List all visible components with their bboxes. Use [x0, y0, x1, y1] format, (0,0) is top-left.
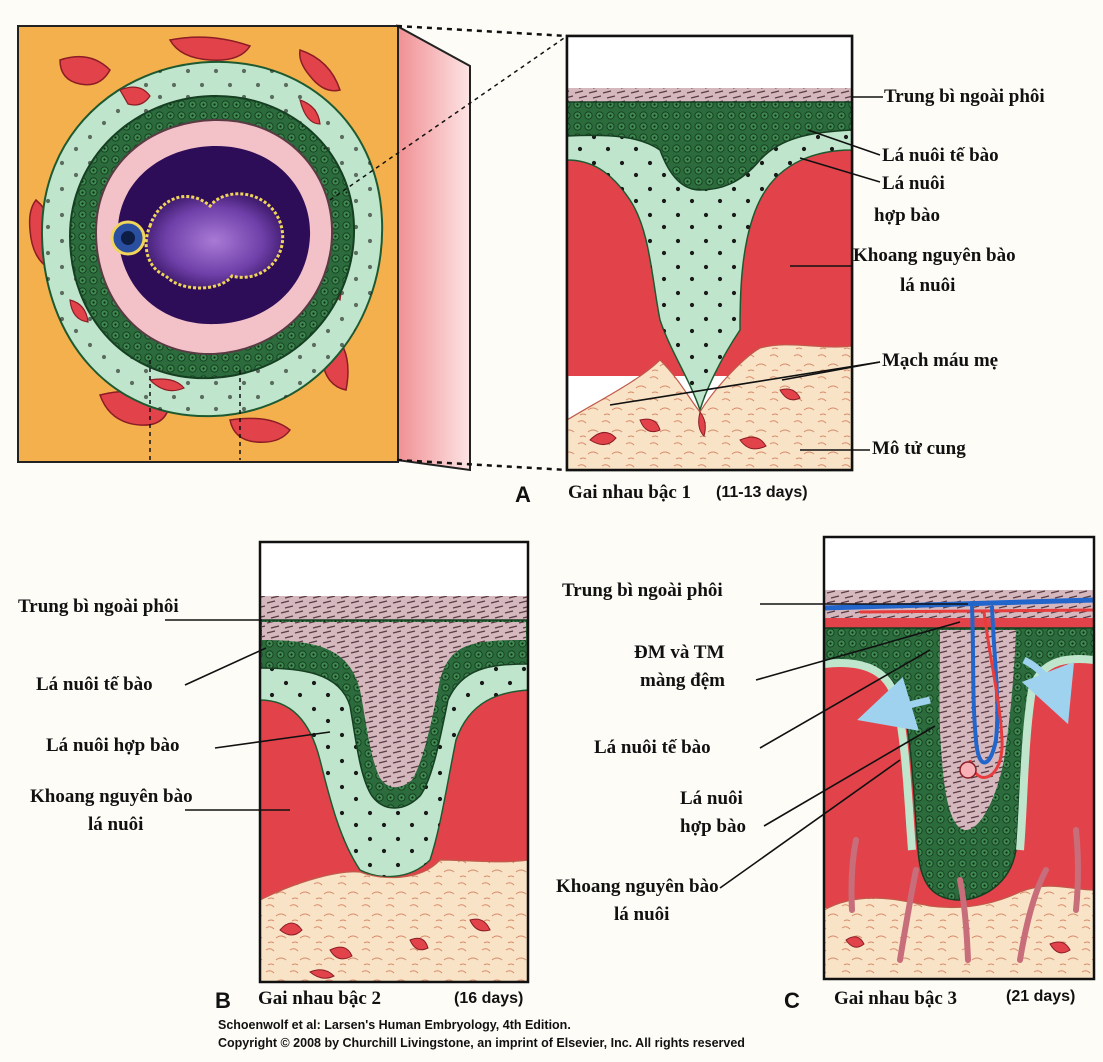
panel-b-days: (16 days)	[454, 990, 524, 1007]
label-c-trung-bi: Trung bì ngoài phôi	[562, 580, 723, 601]
label-b-la-nuoi-hop-bao: Lá nuôi hợp bào	[46, 735, 180, 756]
panel-b-letter: B	[215, 988, 231, 1013]
label-c-la-nuoi-hop-bao-1: Lá nuôi	[680, 788, 743, 809]
uterine-wall-side	[396, 24, 471, 472]
panel-a-days: (11-13 days)	[716, 484, 808, 501]
panel-b-caption: Gai nhau bậc 2	[258, 988, 382, 1009]
label-a-la-nuoi-hop-bao-1: Lá nuôi	[882, 173, 945, 194]
chorionic-artery	[859, 608, 1094, 614]
cytotrophoblast	[567, 101, 852, 191]
label-c-khoang-1: Khoang nguyên bào	[556, 876, 719, 897]
panel-b-secondary-villus	[165, 540, 530, 984]
panel-a-leaders	[609, 96, 883, 451]
label-a-khoang-1: Khoang nguyên bào	[853, 245, 1016, 266]
maternal-vessels	[589, 388, 801, 450]
panel-a-letter: A	[515, 482, 531, 507]
label-c-la-nuoi-te-bao: Lá nuôi tế bào	[594, 737, 711, 758]
label-a-khoang-2: lá nuôi	[900, 275, 956, 296]
label-b-khoang-1: Khoang nguyên bào	[30, 786, 193, 807]
credit-line-1: Schoenwolf et al: Larsen's Human Embryol…	[218, 1018, 571, 1032]
panel-c-tertiary-villus	[719, 535, 1096, 981]
label-a-mach-mau: Mạch máu mẹ	[882, 350, 999, 371]
label-a-la-nuoi-te-bao: Lá nuôi tế bào	[882, 145, 999, 166]
label-b-khoang-2: lá nuôi	[88, 814, 144, 835]
label-c-la-nuoi-hop-bao-2: hợp bào	[680, 816, 746, 837]
label-c-dm-tm-2: màng đệm	[640, 670, 725, 691]
embryo-disc	[144, 192, 285, 290]
panel-a-primary-villus	[565, 34, 883, 472]
label-c-dm-tm-1: ĐM và TM	[634, 642, 725, 663]
uterine-tissue	[567, 344, 852, 470]
label-b-la-nuoi-te-bao: Lá nuôi tế bào	[36, 674, 153, 695]
label-a-la-nuoi-hop-bao-2: hợp bào	[874, 205, 940, 226]
panel-c-caption: Gai nhau bậc 3	[834, 988, 958, 1009]
label-c-khoang-2: lá nuôi	[614, 904, 670, 925]
label-a-trung-bi: Trung bì ngoài phôi	[884, 86, 1045, 107]
credit-line-2: Copyright © 2008 by Churchill Livingston…	[218, 1036, 745, 1050]
panel-c-letter: C	[784, 988, 800, 1013]
panel-c-days: (21 days)	[1006, 988, 1076, 1005]
label-b-trung-bi: Trung bì ngoài phôi	[18, 596, 179, 617]
label-a-mo-tu-cung: Mô tử cung	[872, 438, 966, 459]
overview-implantation-section	[17, 24, 568, 472]
panel-a-caption: Gai nhau bậc 1	[568, 482, 692, 503]
